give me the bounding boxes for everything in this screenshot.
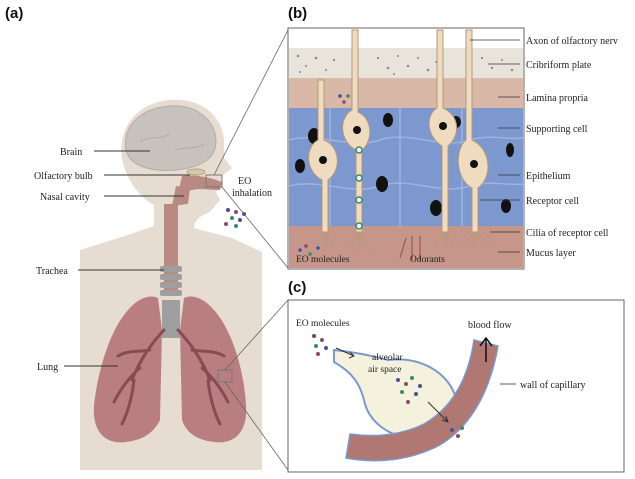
- panel-b: (b): [288, 5, 618, 269]
- label-brain: Brain: [60, 147, 82, 158]
- panel-b-label: (b): [288, 5, 307, 22]
- panel-c-label: (c): [288, 279, 306, 296]
- label-cilia: Cilia of receptor cell: [526, 228, 609, 239]
- label-eo-molecules-b: EO molecules: [296, 255, 350, 265]
- olfactory-bulb: [187, 169, 205, 175]
- label-eo-line1: EO: [238, 176, 251, 187]
- trachea: [164, 204, 178, 294]
- label-cribriform: Cribriform plate: [526, 60, 592, 71]
- heart-notch: [162, 300, 180, 338]
- label-odorants: Odorants: [410, 255, 445, 265]
- label-epithelium: Epithelium: [526, 171, 571, 182]
- cribriform-plate: [289, 48, 523, 78]
- label-capillary-wall: wall of capillary: [520, 380, 586, 391]
- label-axon: Axon of olfactory nerv: [526, 36, 618, 47]
- label-olfactory-bulb: Olfactory bulb: [34, 171, 93, 182]
- panel-a: (a): [5, 5, 288, 470]
- label-blood-flow: blood flow: [468, 320, 512, 331]
- label-mucus: Mucus layer: [526, 248, 576, 259]
- label-lung: Lung: [37, 362, 58, 373]
- label-eo-molecules-c: EO molecules: [296, 319, 350, 329]
- panel-a-label: (a): [5, 5, 23, 22]
- label-trachea: Trachea: [36, 266, 68, 277]
- label-alveolar-2: air space: [368, 365, 402, 375]
- label-alveolar-1: alveolar: [372, 353, 403, 363]
- label-supporting: Supporting cell: [526, 124, 588, 135]
- eo-inhalation-molecules: [224, 208, 246, 228]
- label-nasal-cavity: Nasal cavity: [40, 192, 90, 203]
- label-receptor: Receptor cell: [526, 196, 579, 207]
- label-lamina: Lamina propria: [526, 93, 588, 104]
- label-eo-line2: inhalation: [232, 188, 272, 199]
- panel-c: (c) EO molecules alveolar air space bloo…: [288, 279, 624, 472]
